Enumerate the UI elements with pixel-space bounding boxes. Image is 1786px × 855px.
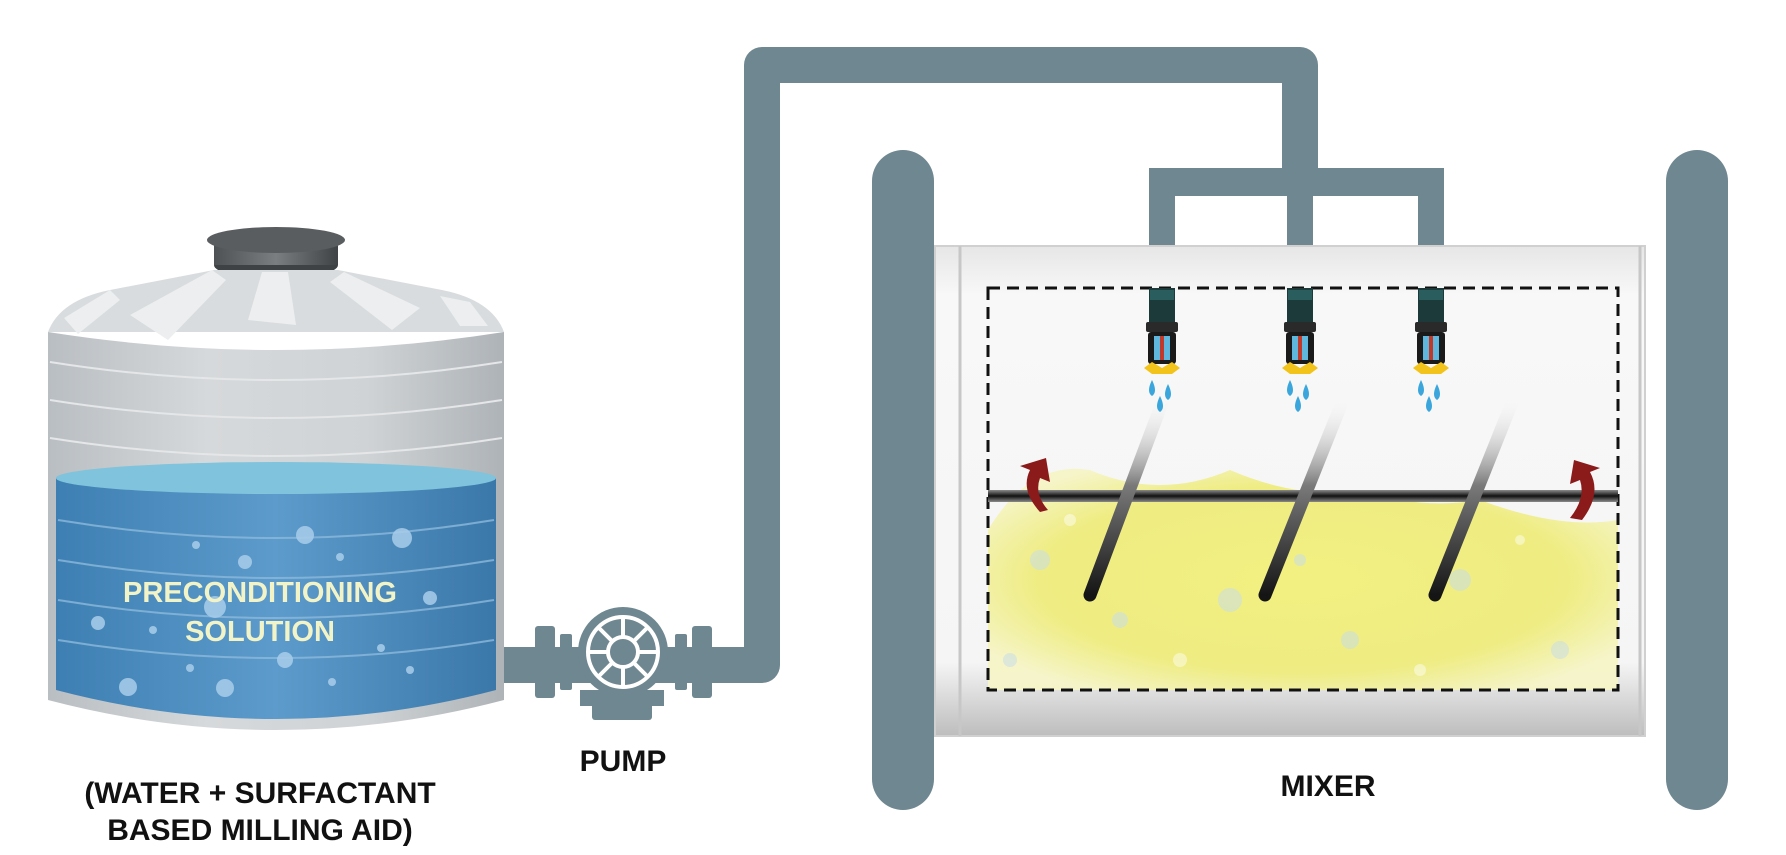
rotation-arrow-left-icon — [1020, 458, 1050, 512]
tank-caption-line2: BASED MILLING AID) — [107, 814, 413, 847]
tank-caption-line1: (WATER + SURFACTANT — [84, 777, 435, 810]
paddle — [1428, 388, 1522, 602]
mixer-end-left — [872, 150, 934, 810]
mixer — [872, 150, 1728, 810]
pump-label: PUMP — [580, 745, 667, 778]
rotation-arrow-right-icon — [1570, 460, 1600, 520]
paddle — [1083, 388, 1172, 602]
water-drops-icon — [1418, 380, 1440, 412]
pump — [535, 607, 712, 720]
tank-ring-lines — [49, 361, 503, 457]
spray-nozzles — [1144, 288, 1449, 412]
roof-ribs — [64, 270, 488, 340]
solution-tank: PRECONDITIONING SOLUTION — [48, 227, 504, 730]
water-drops-icon — [1287, 380, 1309, 412]
spray-nozzle — [1413, 288, 1449, 412]
spray-nozzle — [1144, 288, 1180, 412]
tank-liquid — [56, 462, 496, 719]
water-drops-icon — [1149, 380, 1171, 412]
rotation-arrows — [1020, 458, 1600, 520]
tank-label-line1: PRECONDITIONING — [123, 577, 397, 609]
mixer-label: MIXER — [1280, 770, 1375, 803]
mixer-paddles — [1083, 388, 1522, 602]
bubbles — [91, 526, 437, 697]
paddle — [1258, 388, 1352, 602]
mixer-end-right — [1666, 150, 1728, 810]
spray-nozzle — [1282, 288, 1318, 412]
tank-label-line2: SOLUTION — [185, 616, 335, 648]
